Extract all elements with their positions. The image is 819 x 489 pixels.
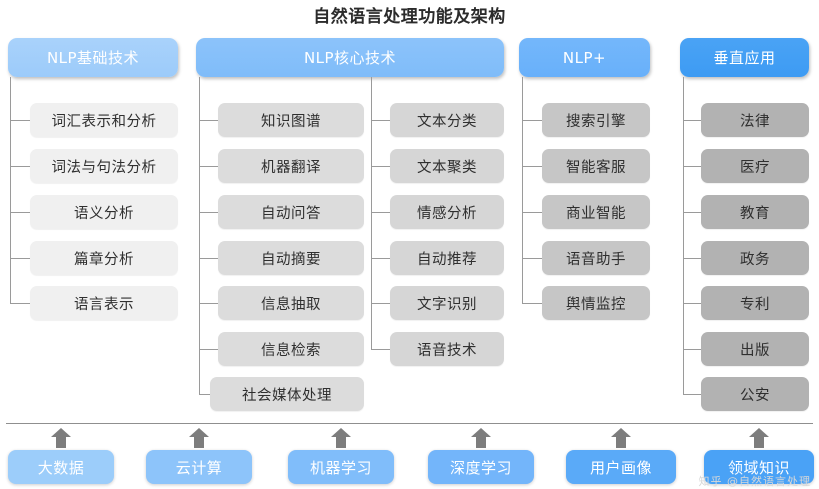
header-nlp-core[interactable]: NLP核心技术 bbox=[196, 38, 504, 77]
connector-stub bbox=[10, 258, 30, 259]
item-box[interactable]: 搜索引擎 bbox=[542, 103, 650, 137]
item-box[interactable]: 语义分析 bbox=[30, 195, 178, 229]
item-box[interactable]: 商业智能 bbox=[542, 195, 650, 229]
item-box[interactable]: 医疗 bbox=[701, 149, 809, 183]
connector-stub bbox=[683, 120, 701, 121]
connector-trunk-plus bbox=[522, 77, 523, 303]
item-box[interactable]: 文字识别 bbox=[390, 286, 504, 320]
item-box[interactable]: 文本分类 bbox=[390, 103, 504, 137]
up-arrow-icon bbox=[330, 428, 352, 448]
item-box[interactable]: 信息抽取 bbox=[218, 286, 364, 320]
item-box[interactable]: 社会媒体处理 bbox=[210, 377, 364, 411]
item-box[interactable]: 自动推荐 bbox=[390, 241, 504, 275]
up-arrow-icon bbox=[50, 428, 72, 448]
connector-stub bbox=[10, 303, 30, 304]
up-arrow-icon bbox=[748, 428, 770, 448]
item-box[interactable]: 篇章分析 bbox=[30, 241, 178, 275]
item-box[interactable]: 机器翻译 bbox=[218, 149, 364, 183]
item-box[interactable]: 情感分析 bbox=[390, 195, 504, 229]
connector-stub bbox=[522, 166, 542, 167]
item-box[interactable]: 文本聚类 bbox=[390, 149, 504, 183]
foundation-box[interactable]: 大数据 bbox=[8, 450, 114, 484]
connector-stub bbox=[10, 212, 30, 213]
connector-stub bbox=[683, 212, 701, 213]
connector-stub bbox=[10, 120, 30, 121]
item-box[interactable]: 信息检索 bbox=[218, 332, 364, 366]
connector-stub bbox=[199, 394, 218, 395]
foundation-box[interactable]: 深度学习 bbox=[428, 450, 534, 484]
connector-stub bbox=[522, 258, 542, 259]
foundation-separator bbox=[6, 423, 813, 424]
up-arrow-icon bbox=[188, 428, 210, 448]
connector-trunk-core-right bbox=[371, 77, 372, 349]
item-box[interactable]: 自动问答 bbox=[218, 195, 364, 229]
connector-stub bbox=[683, 258, 701, 259]
item-box[interactable]: 语音助手 bbox=[542, 241, 650, 275]
connector-trunk-vertical bbox=[683, 77, 684, 395]
item-box[interactable]: 政务 bbox=[701, 241, 809, 275]
item-box[interactable]: 语音技术 bbox=[390, 332, 504, 366]
connector-stub bbox=[199, 303, 218, 304]
connector-stub bbox=[371, 166, 390, 167]
item-box[interactable]: 自动摘要 bbox=[218, 241, 364, 275]
item-box[interactable]: 词法与句法分析 bbox=[30, 149, 178, 183]
watermark: 知乎 @自然语言处理 bbox=[698, 475, 811, 488]
connector-stub bbox=[199, 166, 218, 167]
connector-stub bbox=[371, 120, 390, 121]
foundation-box[interactable]: 领域知识 bbox=[704, 450, 814, 484]
header-vertical-application[interactable]: 垂直应用 bbox=[680, 38, 809, 77]
connector-trunk-core-left bbox=[199, 77, 200, 395]
item-box[interactable]: 智能客服 bbox=[542, 149, 650, 183]
connector-stub bbox=[371, 258, 390, 259]
connector-stub bbox=[199, 212, 218, 213]
item-box[interactable]: 出版 bbox=[701, 332, 809, 366]
item-box[interactable]: 舆情监控 bbox=[542, 286, 650, 320]
item-box[interactable]: 教育 bbox=[701, 195, 809, 229]
connector-stub bbox=[683, 349, 701, 350]
connector-stub bbox=[683, 303, 701, 304]
item-box[interactable]: 法律 bbox=[701, 103, 809, 137]
connector-stub bbox=[683, 394, 701, 395]
connector-stub bbox=[371, 212, 390, 213]
page-title: 自然语言处理功能及架构 bbox=[313, 7, 506, 27]
connector-stub bbox=[371, 349, 390, 350]
foundation-box[interactable]: 用户画像 bbox=[566, 450, 676, 484]
header-nlp-plus[interactable]: NLP+ bbox=[519, 38, 650, 77]
header-nlp-basic[interactable]: NLP基础技术 bbox=[8, 38, 178, 77]
connector-stub bbox=[522, 303, 542, 304]
connector-stub bbox=[199, 349, 218, 350]
connector-stub bbox=[371, 303, 390, 304]
item-box[interactable]: 词汇表示和分析 bbox=[30, 103, 178, 137]
up-arrow-icon bbox=[470, 428, 492, 448]
connector-trunk-basic bbox=[10, 77, 11, 303]
item-box[interactable]: 专利 bbox=[701, 286, 809, 320]
item-box[interactable]: 语言表示 bbox=[30, 286, 178, 320]
item-box[interactable]: 公安 bbox=[701, 377, 809, 411]
connector-stub bbox=[199, 258, 218, 259]
item-box[interactable]: 知识图谱 bbox=[218, 103, 364, 137]
connector-stub bbox=[522, 120, 542, 121]
connector-stub bbox=[10, 166, 30, 167]
foundation-box[interactable]: 机器学习 bbox=[288, 450, 394, 484]
connector-stub bbox=[522, 212, 542, 213]
foundation-box[interactable]: 云计算 bbox=[146, 450, 252, 484]
connector-stub bbox=[199, 120, 218, 121]
up-arrow-icon bbox=[610, 428, 632, 448]
connector-stub bbox=[683, 166, 701, 167]
